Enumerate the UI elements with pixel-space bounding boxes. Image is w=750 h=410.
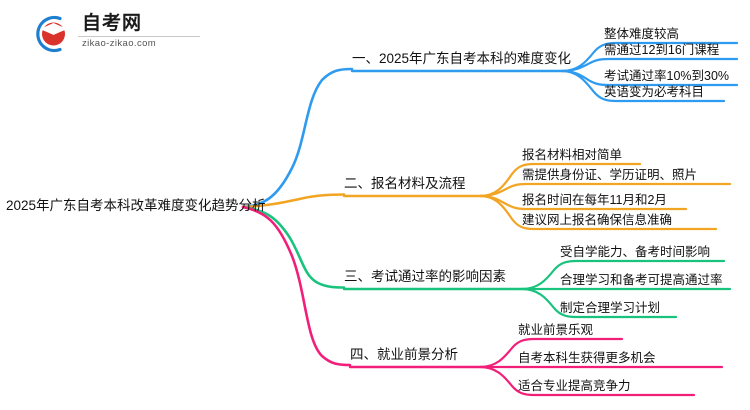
branch-1-leaf-link-4	[560, 69, 726, 103]
leaf-node-3-1[interactable]: 受自学能力、备考时间影响	[560, 245, 711, 259]
leaf-node-1-4[interactable]: 英语变为必考科目	[604, 85, 705, 99]
leaf-node-1-1[interactable]: 整体难度较高	[604, 27, 680, 41]
branch-3-leaf-link-1	[520, 259, 726, 291]
leaf-node-4-3[interactable]: 适合专业提高竞争力	[518, 379, 631, 393]
trunk-branch-2	[241, 193, 346, 209]
leaf-node-2-2[interactable]: 需提供身份证、学历证明、照片	[522, 168, 698, 182]
leaf-node-4-1[interactable]: 就业前景乐观	[518, 323, 594, 337]
leaf-node-2-1[interactable]: 报名材料相对简单	[522, 148, 623, 162]
leaf-node-3-2[interactable]: 合理学习和备考可提高通过率	[560, 273, 723, 287]
branch-4-leaf-link-1	[478, 337, 624, 369]
leaf-node-4-2[interactable]: 自考本科生获得更多机会	[518, 351, 656, 365]
trunk-branch-3	[241, 205, 346, 289]
branch-3-leaf-link-3	[520, 287, 678, 319]
branch-4-leaf-link-3	[478, 365, 696, 397]
branch-node-4[interactable]: 四、就业前景分析	[350, 347, 458, 362]
branch-node-2[interactable]: 二、报名材料及流程	[344, 176, 466, 191]
mindmap-root-node[interactable]: 2025年广东自考本科改革难度变化趋势分析	[6, 198, 266, 213]
site-logo: 自考网 zikao-zikao.com	[30, 12, 200, 58]
logo-wordmark: 自考网 zikao-zikao.com	[78, 12, 200, 56]
graduation-cap-icon	[36, 15, 68, 53]
leaf-node-3-3[interactable]: 制定合理学习计划	[560, 301, 661, 315]
trunk-branch-4	[241, 205, 352, 367]
branch-2-leaf-link-4	[478, 194, 718, 231]
branch-1-leaf-link-2	[560, 57, 739, 73]
leaf-node-2-4[interactable]: 建议网上报名确保信息准确	[522, 213, 673, 227]
leaf-node-1-2[interactable]: 需通过12到16门课程	[604, 43, 720, 57]
branch-node-1[interactable]: 一、2025年广东自考本科的难度变化	[352, 51, 572, 66]
leaf-node-1-3[interactable]: 考试通过率10%到30%	[604, 69, 730, 83]
leaf-node-2-3[interactable]: 报名时间在每年11月和2月	[522, 193, 667, 207]
logo-divider	[78, 36, 200, 37]
logo-name-cn: 自考网	[82, 13, 143, 34]
branch-node-3[interactable]: 三、考试通过率的影响因素	[344, 269, 506, 284]
logo-domain: zikao-zikao.com	[82, 38, 157, 49]
branch-2-leaf-link-1	[478, 162, 642, 198]
trunk-branch-1	[241, 67, 354, 209]
branch-2-leaf-link-2	[478, 182, 732, 198]
